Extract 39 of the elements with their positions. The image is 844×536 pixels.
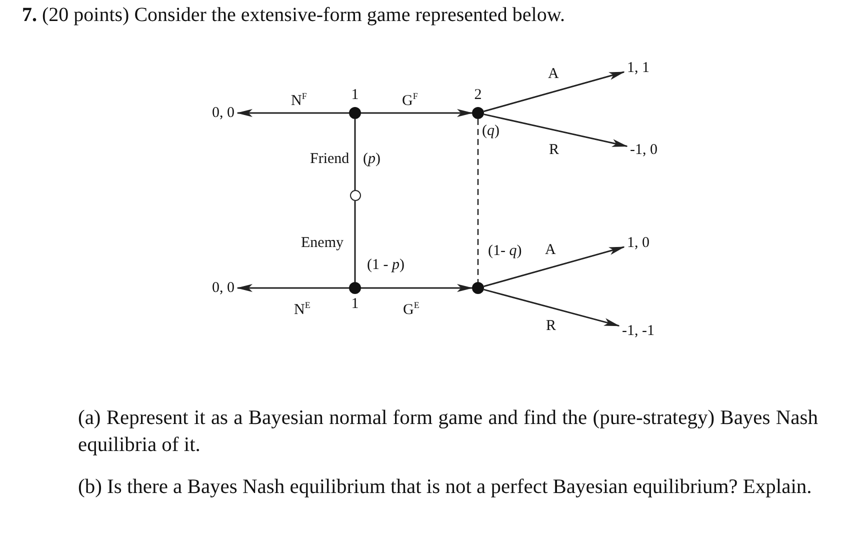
decision-node: 2 xyxy=(472,89,484,119)
arrow xyxy=(236,109,349,117)
payoff-label: -1, -1 xyxy=(622,322,654,340)
arrow xyxy=(484,114,628,147)
edge-label: G$^{E}$ xyxy=(403,299,420,319)
question-text: (a) Represent it as a Bayesian normal form game and find the (pure-strategy) Bayes Nash equilibria of it. xyxy=(78,406,818,458)
edge-label: N$^{E}$ xyxy=(294,299,310,319)
information-set-line xyxy=(477,119,479,282)
probability-label: (p) xyxy=(363,150,380,168)
chance-node xyxy=(349,190,361,202)
payoff-label: -1, 0 xyxy=(630,141,658,159)
arrow xyxy=(236,284,349,292)
arrow xyxy=(484,246,625,288)
payoff-label: 1, 0 xyxy=(627,234,650,252)
question-heading: 7. (20 points) Consider the extensive-form game represented below. xyxy=(22,4,565,27)
edge-label: Enemy xyxy=(301,234,344,252)
payoff-label: 1, 1 xyxy=(627,59,650,77)
decision-node xyxy=(472,282,484,294)
edge-label: R xyxy=(549,141,560,159)
edge-label: G$^{F}$ xyxy=(402,90,418,110)
payoff-label: 0, 0 xyxy=(212,279,234,297)
arrow xyxy=(361,284,473,292)
probability-label: (1- q) xyxy=(488,242,522,260)
decision-node: 1 xyxy=(349,282,361,312)
probability-label: (q) xyxy=(482,122,500,140)
edge-label: A xyxy=(545,241,556,259)
arrow xyxy=(361,109,473,117)
arrow xyxy=(484,288,620,327)
probability-label: (1 - p) xyxy=(367,256,404,274)
branch-line xyxy=(354,201,356,282)
edge-label: Friend xyxy=(310,150,350,168)
decision-node: 1 xyxy=(349,89,361,119)
edge-label: R xyxy=(546,317,556,335)
question-text: (b) Is there a Bayes Nash equilibrium that is not a perfect Bayesian equilibrium? Explain. xyxy=(78,475,813,500)
payoff-label: 0, 0 xyxy=(212,104,234,122)
edge-label: A xyxy=(548,65,559,83)
edge-label: N$^{F}$ xyxy=(291,90,307,110)
branch-line xyxy=(354,119,356,191)
arrow xyxy=(484,71,625,112)
